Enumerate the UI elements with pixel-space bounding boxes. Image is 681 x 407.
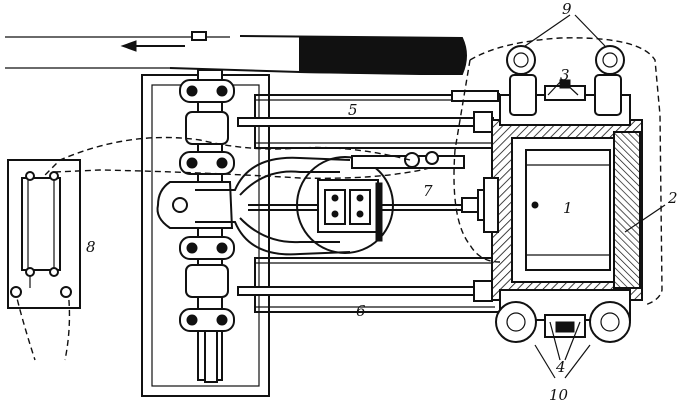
valve-rod-upper (237, 111, 494, 133)
recorder-unit (7, 159, 81, 309)
label-8: 8 (86, 238, 96, 256)
valve-rod-lower (237, 280, 494, 302)
belt-direction-arrow (120, 40, 185, 52)
valve-10-right (589, 301, 631, 343)
valve-10-left (495, 301, 537, 343)
label-10: 10 (549, 386, 569, 404)
label-2: 2 (667, 189, 678, 207)
dashed-enclosure (453, 37, 663, 306)
label-5: 5 (348, 101, 358, 119)
label-3: 3 (560, 66, 570, 84)
label-6: 6 (356, 302, 366, 320)
valve-9-right (595, 45, 625, 75)
drive-belt (5, 31, 467, 76)
indicator-mechanism (351, 90, 500, 169)
label-7: 7 (423, 182, 433, 200)
cylinder (461, 119, 643, 301)
upper-valve-chest (499, 74, 631, 126)
label-1: 1 (563, 199, 573, 217)
label-9: 9 (562, 0, 572, 18)
leader-lines (524, 14, 666, 379)
label-4: 4 (555, 358, 566, 376)
crankshaft (156, 69, 235, 383)
crosshead-disc (296, 156, 394, 254)
valve-9-left (506, 45, 536, 75)
